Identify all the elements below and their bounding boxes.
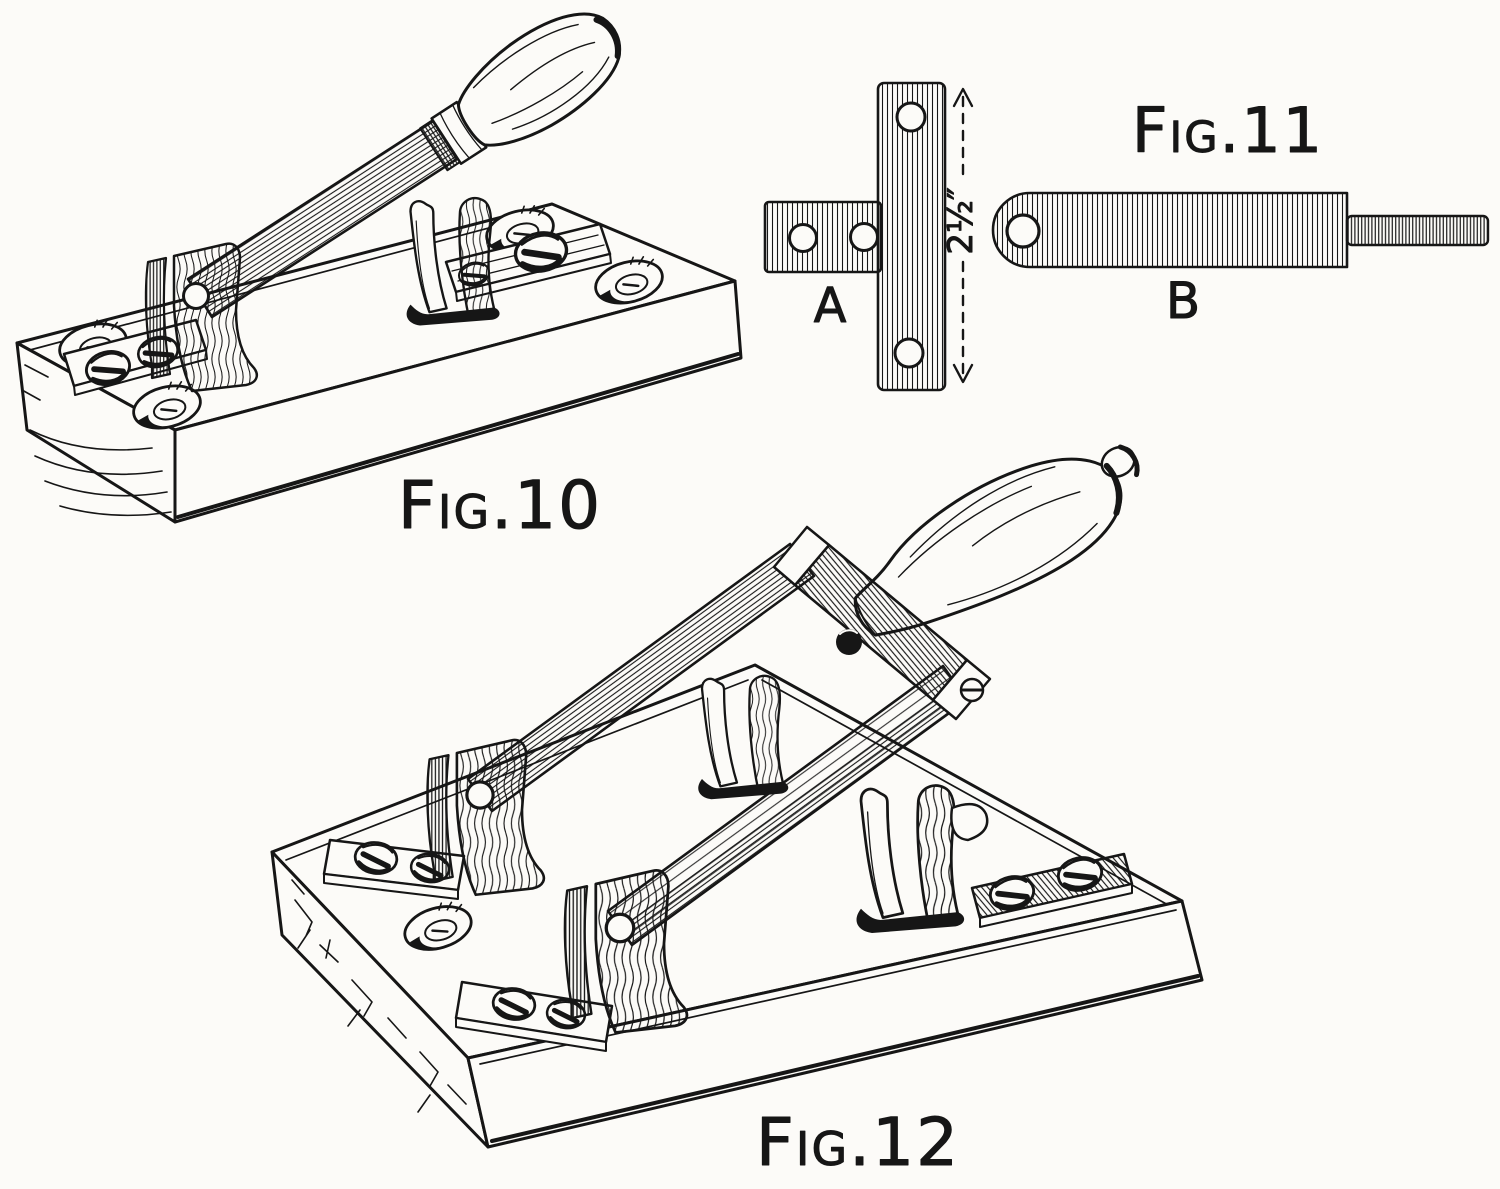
fig12-handle-bolt <box>836 629 862 655</box>
fig12-clip-stop-tab <box>950 802 989 842</box>
fig12-contact-terminal-plate <box>970 854 1134 928</box>
fig12-hinge-terminal-plate-front <box>454 980 614 1052</box>
fig12-hinge-terminal-plate-back <box>322 840 466 900</box>
fig11-part-b-blade <box>991 191 1490 269</box>
fig10-end-grain <box>21 364 172 517</box>
fig11-label-a: A <box>814 278 847 334</box>
fig12-crossbar-left-cap <box>772 525 831 587</box>
fig11-part-b-shank <box>1345 214 1490 247</box>
fig12-caption: Fig.12 <box>756 1104 960 1181</box>
fig11-dimension-label: 2½″ <box>941 187 981 254</box>
fig11-parts-diagram: 2½″ A B Fig.11 <box>763 81 1490 392</box>
fig12-crossbar <box>772 525 992 721</box>
fig10-single-knife-switch: Fig.10 <box>15 12 743 545</box>
fig10-caption: Fig.10 <box>398 467 602 544</box>
fig11-caption: Fig.11 <box>1132 94 1324 167</box>
fig11-dimension-line: 2½″ <box>941 87 982 384</box>
fig11-part-a-crosspiece <box>763 81 947 392</box>
fig12-end-grain <box>291 879 467 1113</box>
fig10-handle <box>419 12 622 172</box>
fig12-double-knife-switch: Fig.12 <box>270 444 1204 1182</box>
fig11-label-b: B <box>1166 272 1200 330</box>
